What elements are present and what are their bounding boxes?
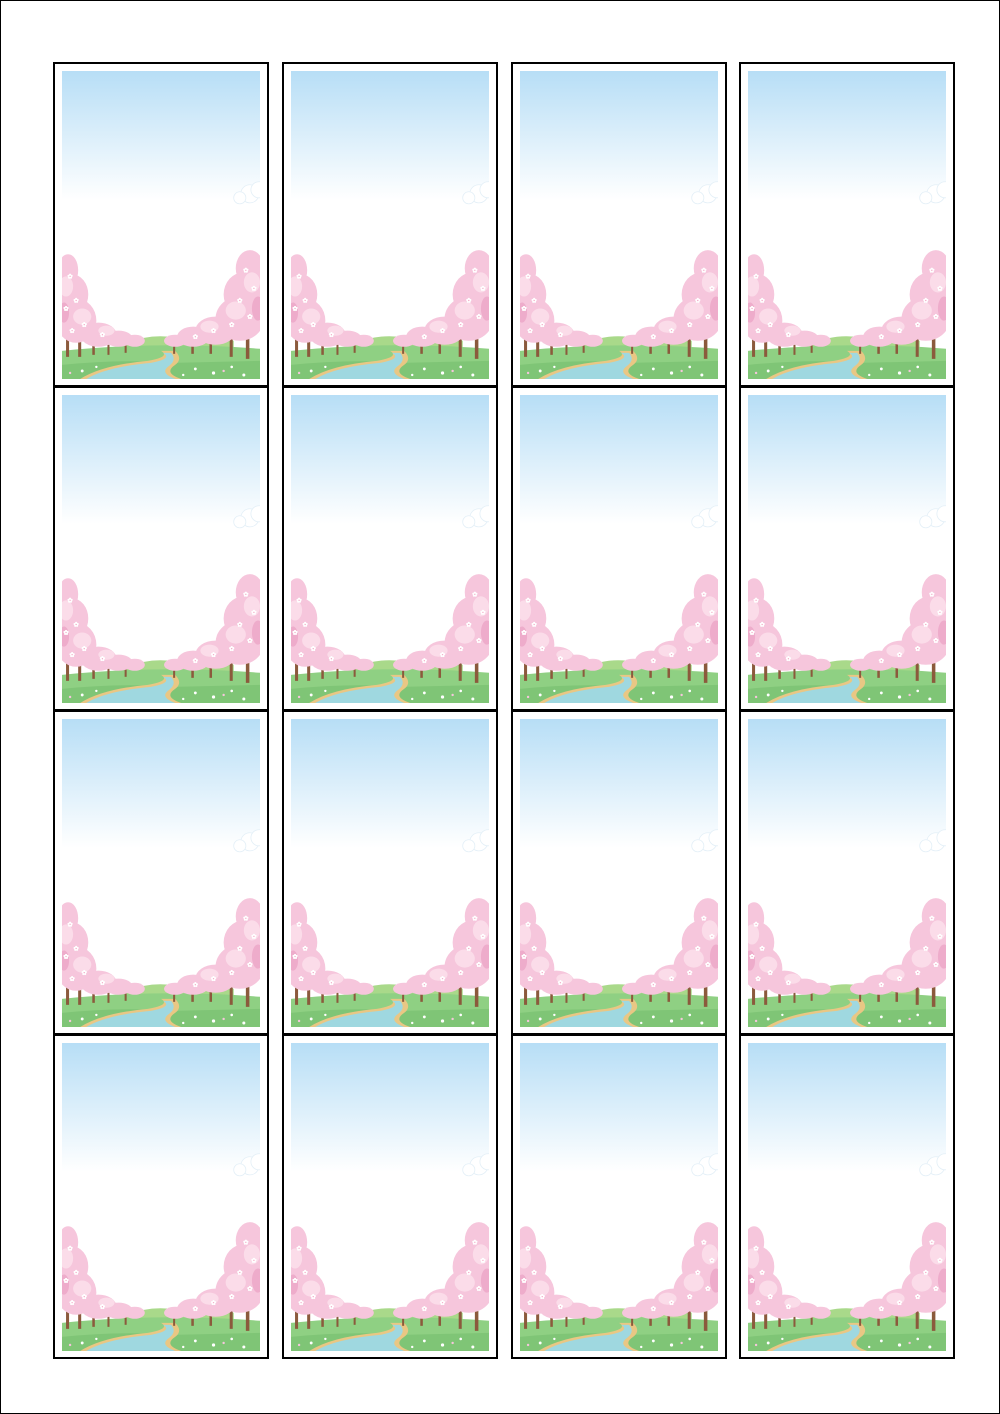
name-card-16: [739, 1034, 955, 1359]
name-card-2: [282, 62, 498, 387]
cherry-blossom-landscape-image: [748, 71, 946, 379]
cherry-blossom-landscape-image: [291, 395, 489, 703]
name-card-5: [53, 386, 269, 711]
name-card-8: [739, 386, 955, 711]
cherry-blossom-landscape-image: [520, 719, 718, 1027]
cherry-blossom-landscape-image: [748, 719, 946, 1027]
cherry-blossom-landscape-image: [62, 719, 260, 1027]
cherry-blossom-landscape-image: [291, 719, 489, 1027]
cherry-blossom-landscape-image: [62, 71, 260, 379]
name-card-1: [53, 62, 269, 387]
name-card-13: [53, 1034, 269, 1359]
cherry-blossom-landscape-image: [520, 71, 718, 379]
cherry-blossom-landscape-image: [62, 1043, 260, 1351]
name-card-11: [511, 710, 727, 1035]
name-card-14: [282, 1034, 498, 1359]
name-card-6: [282, 386, 498, 711]
cherry-blossom-landscape-image: [62, 395, 260, 703]
name-card-12: [739, 710, 955, 1035]
name-card-7: [511, 386, 727, 711]
name-card-3: [511, 62, 727, 387]
name-card-15: [511, 1034, 727, 1359]
cherry-blossom-landscape-image: [520, 395, 718, 703]
name-card-9: [53, 710, 269, 1035]
name-card-10: [282, 710, 498, 1035]
cherry-blossom-landscape-image: [520, 1043, 718, 1351]
cherry-blossom-landscape-image: [291, 1043, 489, 1351]
name-card-4: [739, 62, 955, 387]
cherry-blossom-landscape-image: [291, 71, 489, 379]
cherry-blossom-landscape-image: [748, 1043, 946, 1351]
cherry-blossom-landscape-image: [748, 395, 946, 703]
